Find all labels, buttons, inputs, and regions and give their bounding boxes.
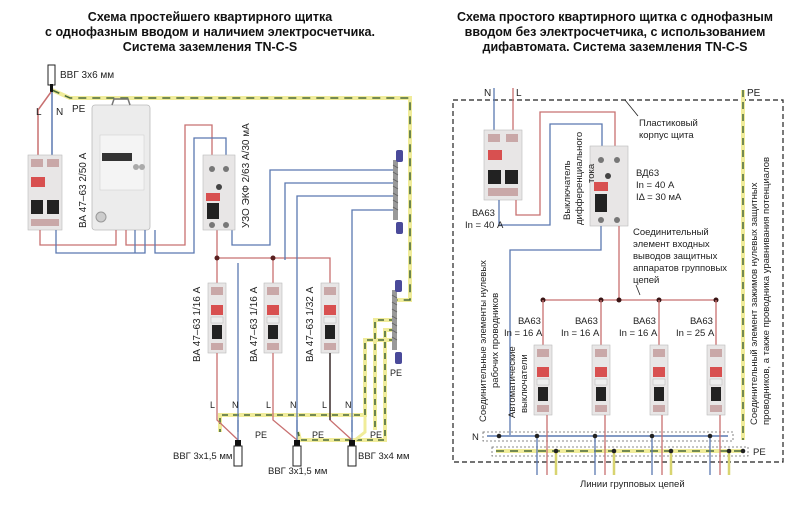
wire-n-label: N <box>56 107 63 118</box>
out-pe-label-3: PE <box>370 430 382 440</box>
out-pe-label-1: PE <box>255 430 267 440</box>
left-title-line-3: Система заземления TN-C-S <box>122 40 298 54</box>
rcd-vertical-label: Выключатель дифференциального тока <box>562 129 597 225</box>
right-rcd-device <box>589 145 629 227</box>
group-breaker-3 <box>320 282 340 354</box>
pe-busbar <box>391 280 402 364</box>
right-group-breaker-4 <box>706 344 726 416</box>
n-bus-vertical-label: Соединительные элементы нулевых рабочих … <box>478 257 501 422</box>
main-breaker <box>27 154 63 231</box>
right-title-line-3: дифавтомата. Система заземления TN-C-S <box>482 40 748 54</box>
left-neutral-wiring <box>55 137 395 432</box>
pe-bus-label: PE <box>753 447 766 458</box>
right-group-breaker-2-label: ВА63 In = 16 А <box>561 316 601 339</box>
rcd-device <box>202 154 236 231</box>
output-cables <box>233 440 357 467</box>
out-pe-label-2: PE <box>312 430 324 440</box>
group-breaker-2 <box>263 282 283 354</box>
out-l-label-3: L <box>322 400 327 410</box>
out-cable-3-label: ВВГ 3х4 мм <box>358 451 409 462</box>
out-n-label-1: N <box>232 400 239 410</box>
group-breaker-2-label: ВА 47–63 1/16 А <box>249 286 260 362</box>
right-pe-bus <box>491 446 749 457</box>
electricity-meter <box>91 98 151 231</box>
input-l-label: L <box>516 88 522 99</box>
right-title-line-2: вводом без электросчетчика, с использова… <box>464 25 766 39</box>
group-breaker-3-label: ВА 47–63 1/32 А <box>305 286 316 362</box>
group-breaker-1 <box>207 282 227 354</box>
right-title-line-1: Схема простого квартирного щитка с одноф… <box>456 10 774 24</box>
rcd-label: ВД63 In = 40 А IΔ = 30 мА <box>636 168 682 203</box>
right-group-breaker-3 <box>649 344 669 416</box>
wire-pe-label: PE <box>72 104 86 115</box>
group-lines-label: Линии групповых цепей <box>580 479 685 490</box>
n-busbar <box>392 150 403 234</box>
right-group-breaker-3-label: ВА63 In = 16 А <box>619 316 659 339</box>
connector-label: Соединительный элемент входных выводов з… <box>633 227 730 286</box>
right-group-breaker-2 <box>591 344 611 416</box>
input-n-label: N <box>484 88 491 99</box>
housing-label: Пластиковый корпус щита <box>639 118 700 141</box>
wire-l-label: L <box>36 107 42 118</box>
input-cable-icon <box>47 64 56 86</box>
left-title-line-2: с однофазным вводом и наличием электросч… <box>45 25 375 39</box>
right-main-breaker <box>483 129 523 201</box>
out-cable-1-label: ВВГ 3х1,5 мм <box>173 451 232 462</box>
out-n-label-3: N <box>345 400 352 410</box>
pe-busbar-label: PE <box>390 368 402 378</box>
out-l-label-1: L <box>210 400 215 410</box>
group-breaker-1-label: ВА 47–63 1/16 А <box>192 286 203 362</box>
right-group-breaker-1 <box>533 344 553 416</box>
left-pe-conductor <box>51 88 412 442</box>
main-breaker-label: ВА63 In = 40 А <box>465 208 504 231</box>
right-n-bus <box>482 431 734 442</box>
main-breaker-label: ВА 47–63 2/50 А <box>78 152 89 228</box>
out-l-label-2: L <box>266 400 271 410</box>
n-bus-label: N <box>472 432 479 443</box>
pe-top-label: PE <box>747 88 761 99</box>
out-cable-2-label: ВВГ 3х1,5 мм <box>268 466 327 477</box>
panel-housing <box>452 99 784 463</box>
rcd-label: УЗО ЭКФ 2/63 А/30 мА <box>241 123 252 228</box>
left-diagram-title: Схема простейшего квартирного щитка с од… <box>40 10 380 55</box>
right-group-breaker-1-label: ВА63 In = 16 А <box>504 316 544 339</box>
out-n-label-2: N <box>290 400 297 410</box>
right-diagram-title: Схема простого квартирного щитка с одноф… <box>430 10 800 55</box>
left-title-line-1: Схема простейшего квартирного щитка <box>87 10 333 24</box>
auto-breakers-vertical-label: Автоматические выключатели <box>507 344 530 418</box>
pe-bus-vertical-label: Соединительный элемент зажимов нулевых з… <box>749 157 772 425</box>
left-diagram: ВВГ 3х6 мм L N PE ВА 47–63 2/50 А УЗО ЭК… <box>27 64 412 477</box>
right-group-breaker-4-label: ВА63 In = 25 А <box>676 316 716 339</box>
input-cable-label: ВВГ 3х6 мм <box>60 70 114 81</box>
right-diagram: N L PE Пластиковый корпус щита ВА63 In =… <box>452 88 784 490</box>
